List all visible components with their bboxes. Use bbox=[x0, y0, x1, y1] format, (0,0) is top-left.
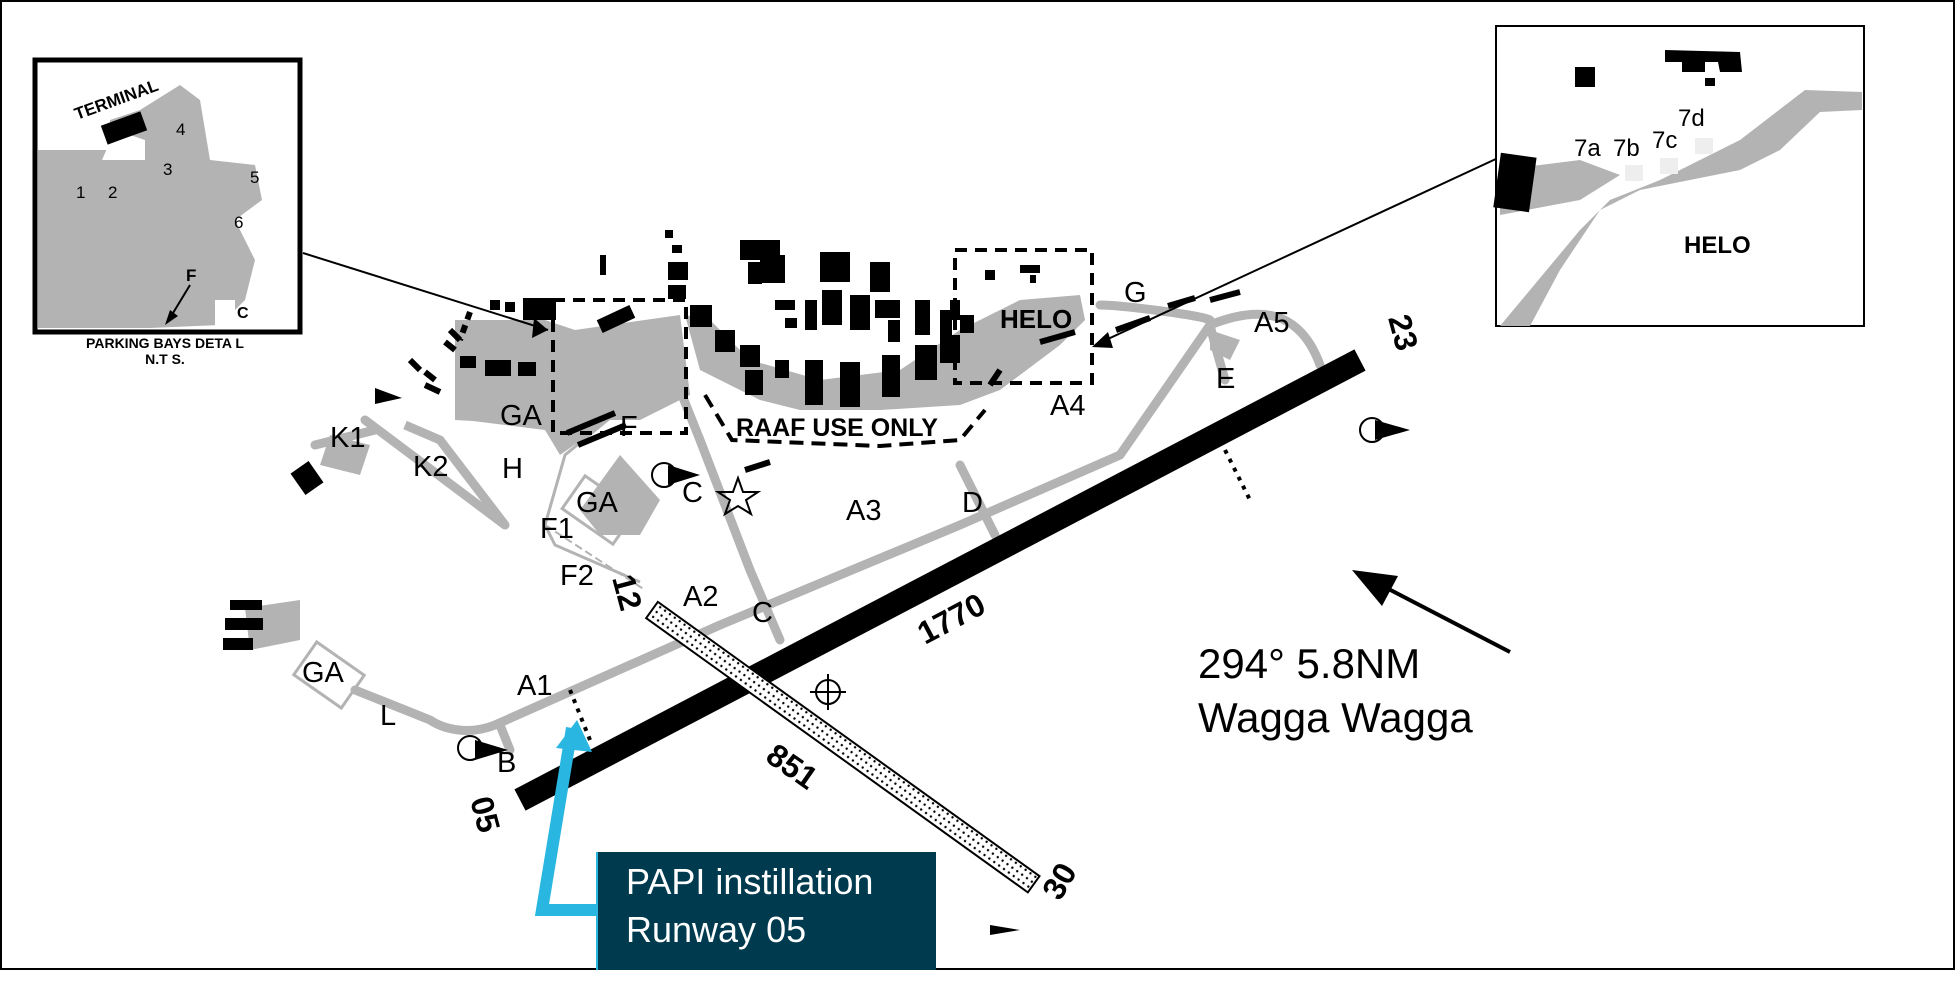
label-f2: F2 bbox=[560, 560, 594, 592]
label-a3: A3 bbox=[846, 495, 881, 527]
bearing-arrow bbox=[1374, 580, 1511, 654]
inset-bay-3: 3 bbox=[163, 160, 172, 179]
label-helo: HELO bbox=[1000, 304, 1072, 334]
apron-e bbox=[1210, 330, 1240, 360]
wind-indicator-icon bbox=[457, 735, 508, 761]
wind-indicator-icon bbox=[651, 462, 700, 488]
inset-bay-7a: 7a bbox=[1574, 135, 1601, 162]
inset-scale-note: N.T S. bbox=[145, 351, 185, 367]
label-b: B bbox=[497, 747, 516, 779]
label-l: L bbox=[380, 700, 396, 732]
runway-end-30: 30 bbox=[1035, 857, 1084, 906]
label-k2: K2 bbox=[413, 451, 448, 483]
taxiway-k1 bbox=[310, 425, 380, 450]
ga-box-f bbox=[560, 473, 638, 547]
label-g: G bbox=[1124, 277, 1147, 309]
wind-indicator-icon bbox=[1359, 417, 1410, 443]
runway-end-05: 05 bbox=[463, 792, 507, 836]
papi-arrow-head-icon bbox=[556, 720, 592, 752]
taxiway-c-lower bbox=[745, 565, 785, 645]
inset-caption: PARKING BAYS DETA L bbox=[86, 335, 244, 351]
star-icon bbox=[714, 475, 762, 517]
terminal-detail-box bbox=[551, 298, 688, 435]
runway-05-23 bbox=[514, 349, 1366, 811]
taxiway-a5 bbox=[1205, 309, 1325, 370]
inset-bay-4: 4 bbox=[176, 120, 185, 139]
label-h: H bbox=[502, 453, 523, 485]
leader-arrow-icon bbox=[532, 318, 548, 338]
taxiway-f2 bbox=[544, 524, 646, 591]
inset-helo: 7a 7b 7c 7d HELO bbox=[1493, 25, 1865, 327]
inset-bay-7b: 7b bbox=[1613, 135, 1640, 162]
runway-length-851: 851 bbox=[760, 736, 824, 796]
taxiway-b bbox=[495, 720, 515, 755]
label-k1: K1 bbox=[330, 422, 365, 454]
inset-bay-2: 2 bbox=[108, 183, 117, 202]
inset-bay-7d: 7d bbox=[1678, 105, 1705, 132]
ga-box-l bbox=[291, 639, 367, 711]
taxiway-l bbox=[350, 685, 500, 735]
label-e: E bbox=[1216, 363, 1235, 395]
label-f: F bbox=[620, 411, 638, 443]
apron-ga-f bbox=[580, 455, 660, 535]
apron-ga-left bbox=[455, 385, 545, 425]
taxiway-c-upper bbox=[675, 385, 755, 575]
helo-detail-box bbox=[953, 248, 1094, 385]
inset-f-label: F bbox=[186, 266, 196, 285]
inset-helo-label: HELO bbox=[1684, 232, 1751, 259]
taxiway-a bbox=[490, 320, 1215, 730]
taxiway-d bbox=[955, 460, 1000, 540]
inset-bay-7c: 7c bbox=[1652, 127, 1677, 154]
taxiway-k2 bbox=[403, 420, 509, 528]
inset-bay-6: 6 bbox=[234, 213, 243, 232]
runway-end-12: 12 bbox=[605, 570, 649, 614]
bearing-distance: 294° 5.8NM bbox=[1198, 640, 1420, 687]
label-d: D bbox=[962, 487, 983, 519]
label-raaf: RAAF USE ONLY bbox=[736, 414, 938, 442]
runway-end-23: 23 bbox=[1381, 310, 1425, 354]
inset-arrow-icon bbox=[165, 310, 178, 325]
label-a1: A1 bbox=[517, 670, 552, 702]
apron-raaf bbox=[685, 295, 1085, 410]
bearing-destination: Wagga Wagga bbox=[1198, 694, 1473, 741]
label-ga-l: GA bbox=[302, 657, 345, 689]
label-a4: A4 bbox=[1050, 390, 1085, 422]
apron-k1 bbox=[320, 435, 370, 475]
label-f1: F1 bbox=[540, 513, 574, 545]
inset-leader-right bbox=[1094, 157, 1499, 346]
label-a2: A2 bbox=[683, 581, 718, 613]
label-c-upper: C bbox=[682, 477, 703, 509]
inset-leader-left bbox=[302, 252, 549, 331]
apron-ga-l bbox=[245, 600, 300, 650]
taxiway-h bbox=[360, 415, 510, 530]
marker-flag-icon bbox=[990, 925, 1020, 935]
label-c-lower: C bbox=[752, 597, 773, 629]
raaf-boundary bbox=[703, 393, 987, 449]
arrow-head-icon bbox=[1352, 570, 1398, 606]
crosshair-icon bbox=[810, 674, 846, 710]
callout-line-2: Runway 05 bbox=[626, 909, 807, 950]
label-ga-f: GA bbox=[576, 487, 619, 519]
inset-c-label: C bbox=[237, 305, 249, 322]
papi-pointer-arrow bbox=[534, 727, 596, 916]
callout-line-1: PAPI instillation bbox=[626, 861, 874, 902]
inset-parking-bays: TERMINAL 1 2 3 4 5 6 F C PARKING BAYS DE… bbox=[32, 57, 303, 367]
buildings bbox=[223, 230, 1040, 650]
label-ga-left: GA bbox=[500, 400, 543, 432]
runway-12-30 bbox=[644, 600, 1041, 894]
label-a5: A5 bbox=[1254, 307, 1289, 339]
papi-callout: PAPI instillation Runway 05 bbox=[598, 852, 936, 970]
marker-flag-icon bbox=[375, 388, 402, 404]
taxiway-network bbox=[310, 300, 1325, 755]
inset-bay-5: 5 bbox=[250, 168, 259, 187]
inset-bay-1: 1 bbox=[76, 183, 85, 202]
leader-arrow-icon bbox=[1092, 332, 1113, 348]
papi-runway-23 bbox=[1223, 449, 1252, 501]
taxiway-g bbox=[1095, 300, 1215, 325]
